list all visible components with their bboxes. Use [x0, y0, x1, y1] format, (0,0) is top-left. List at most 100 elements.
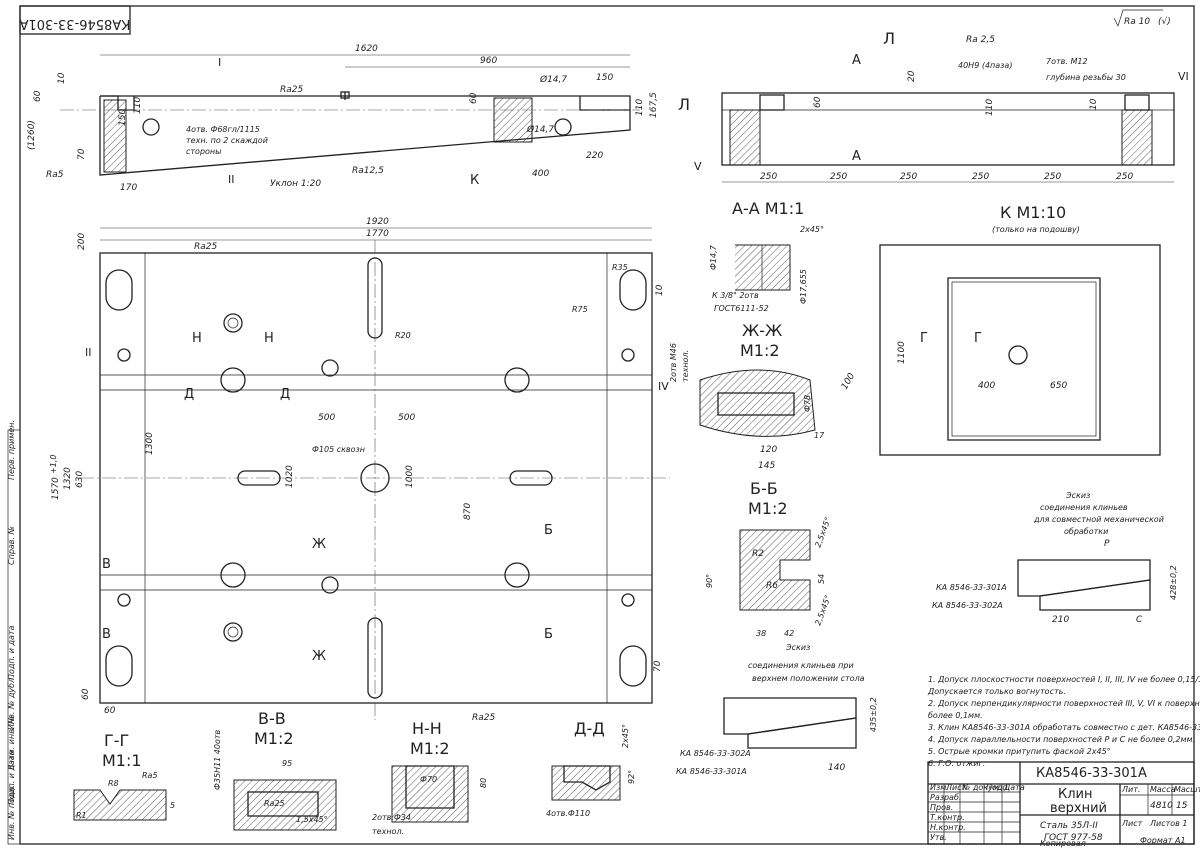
plan-dim-1020: 1020: [285, 465, 295, 488]
title-block-role-2: Пров.: [930, 803, 953, 812]
section-vv-bore: Ф35Н11 40отв: [213, 729, 222, 790]
dim-150: 150: [596, 73, 613, 83]
plan-dim-200: 200: [77, 233, 87, 250]
section-bb-d38: 38: [756, 629, 766, 638]
section-bb-title-1: Б-Б: [750, 479, 778, 498]
title-block-scale: 15: [1176, 801, 1188, 811]
section-aa-d1: Ф14,7: [709, 244, 718, 270]
side-stamp-2: Справ. №: [7, 526, 16, 565]
section-gg-r8: R8: [108, 779, 119, 788]
roughness-ra125: Ra12,5: [352, 166, 384, 176]
surface-I-label: I: [218, 56, 221, 69]
view-L-arrow-label: Л: [678, 95, 690, 114]
section-zhzh-r17: 17: [814, 431, 825, 440]
sketch1-title-2: соединения клиньев: [1040, 503, 1128, 512]
title-block-material-1: Сталь 35Л-II: [1040, 821, 1098, 831]
sketch-joint-machining: Эскиз соединения клиньев для совместной …: [932, 491, 1178, 625]
view-k-dim-1100: 1100: [897, 341, 907, 364]
view-K-arrow-label: К: [470, 173, 479, 188]
section-gg-r1: R1: [76, 811, 87, 820]
view-L-dim-10: 10: [1089, 98, 1099, 110]
surface-II-label: II: [228, 173, 235, 186]
sketch1-title-3: для совместной механической: [1033, 515, 1164, 524]
plan-dim-60: 60: [104, 706, 116, 716]
section-gg-d5: 5: [170, 801, 175, 810]
view-L-dim-60: 60: [813, 96, 823, 108]
section-zhzh-thread-1: 2отв М46: [669, 343, 678, 382]
dim-220: 220: [586, 151, 603, 161]
view-k-cut-G-left: Г: [920, 331, 928, 346]
title-block-mass: 4810: [1150, 801, 1173, 811]
side-stamp-3: Подп. и дата: [7, 625, 16, 680]
note-5: 5. Острые кромки притупить фаской 2x45°: [928, 747, 1111, 756]
section-gg-ra: Ra5: [142, 771, 158, 780]
cut-V-top: В: [102, 557, 111, 572]
view-L-threads-2: глубина резьбы 30: [1046, 73, 1126, 82]
slope-label: Уклон 1:20: [270, 179, 321, 189]
plan-dim-1320: 1320: [63, 467, 73, 490]
title-block-h1: Изм.: [930, 783, 949, 792]
sketch1-title-1: Эскиз: [1065, 491, 1090, 500]
title-block-col-mass: Масса: [1150, 785, 1176, 794]
cut-D-left: Д: [184, 387, 194, 402]
section-aa: А-А М1:1 2x45° Ф14,7 Ф17,655 К 3/8" 2отв…: [709, 199, 824, 313]
sketch1-d210: 210: [1052, 615, 1069, 625]
sketch-joint-upper-position: Эскиз соединения клиньев при верхнем пол…: [676, 643, 878, 776]
section-nn: Н-Н М1:2 Ф70 80 2отв.Ф34 технол.: [372, 719, 488, 836]
view-k-dim-400: 400: [978, 381, 995, 391]
view-k-dim-650: 650: [1050, 381, 1067, 391]
view-L-spacing-4: 250: [972, 172, 989, 182]
section-nn-d70: Ф70: [420, 775, 437, 784]
view-k: К М1:10 (только на подошву) Г Г 1100 400…: [879, 203, 1161, 456]
section-zhzh-d120: 120: [760, 445, 777, 455]
section-gg: Г-Г М1:1 Ra5 R8 R1 5: [73, 731, 175, 821]
dim-60b: 60: [469, 92, 479, 104]
section-dd-holes: 4отв.Ф110: [546, 809, 590, 818]
title-block: КА8546-33-301А Клин верхний Сталь 35Л-II…: [927, 761, 1200, 848]
dim-hole-d147: Ø14,7: [539, 74, 567, 85]
section-bb-c25: 2,5x45°: [813, 516, 832, 549]
title-block-col-scale: Масштаб: [1174, 785, 1200, 794]
section-zhzh-thread-2: технол.: [681, 350, 690, 382]
title-block-role-5: Утв.: [930, 833, 947, 842]
title-block-name-1: Клин: [1058, 787, 1093, 802]
sketch2-d435: 435±0,2: [869, 697, 878, 732]
plan-dim-1920: 1920: [366, 217, 389, 227]
section-bb-r6: R6: [766, 581, 778, 591]
cut-V-bottom: В: [102, 627, 111, 642]
sketch1-P: P: [1104, 539, 1110, 549]
plan-dim-70: 70: [653, 660, 663, 672]
outer-frame: [19, 5, 1195, 845]
cut-N-right: Н: [264, 331, 274, 346]
section-dd-chamfer: 2x45°: [621, 724, 630, 748]
roughness-ra5: Ra5: [46, 170, 64, 180]
plan-dim-1000: 1000: [405, 465, 415, 488]
section-zhzh-title-2: М1:2: [740, 341, 780, 360]
view-L-spacing-3: 250: [900, 172, 917, 182]
section-aa-thread-2: ГОСТ6111-52: [714, 304, 769, 313]
side-stamp-6: Подп. и дата: [7, 750, 16, 805]
technical-notes: 1. Допуск плоскостности поверхностей I, …: [927, 675, 1200, 768]
view-L-roughness: Ra 2,5: [966, 35, 995, 45]
view-L-dim-20: 20: [907, 70, 917, 82]
view-L-spacing-6: 250: [1116, 172, 1133, 182]
plan-through-hole-label: Ф105 сквозн: [312, 445, 365, 454]
holes-note-2: техн. по 2 скаждой: [186, 136, 268, 145]
section-dd: Д-Д 2x45° 92° 4отв.Ф110: [546, 719, 636, 818]
section-bb-r2: R2: [752, 549, 764, 559]
plan-r35: R35: [612, 263, 628, 272]
holes-note-3: стороны: [186, 147, 221, 156]
plan-dim-1300: 1300: [145, 432, 155, 455]
dim-60: 60: [33, 90, 43, 102]
note-2b: более 0,1мм.: [928, 711, 983, 720]
title-block-h3: № докум.: [961, 783, 1001, 792]
title-block-h4: Подп.: [986, 783, 1010, 792]
dim-1675: 167,5: [649, 92, 659, 118]
section-bb-d54: 54: [817, 574, 826, 584]
cut-A-bottom: А: [852, 149, 861, 164]
plan-dim-60b: 60: [81, 688, 91, 700]
plan-roughness-top: Ra25: [194, 242, 217, 252]
section-nn-title-1: Н-Н: [412, 719, 442, 738]
